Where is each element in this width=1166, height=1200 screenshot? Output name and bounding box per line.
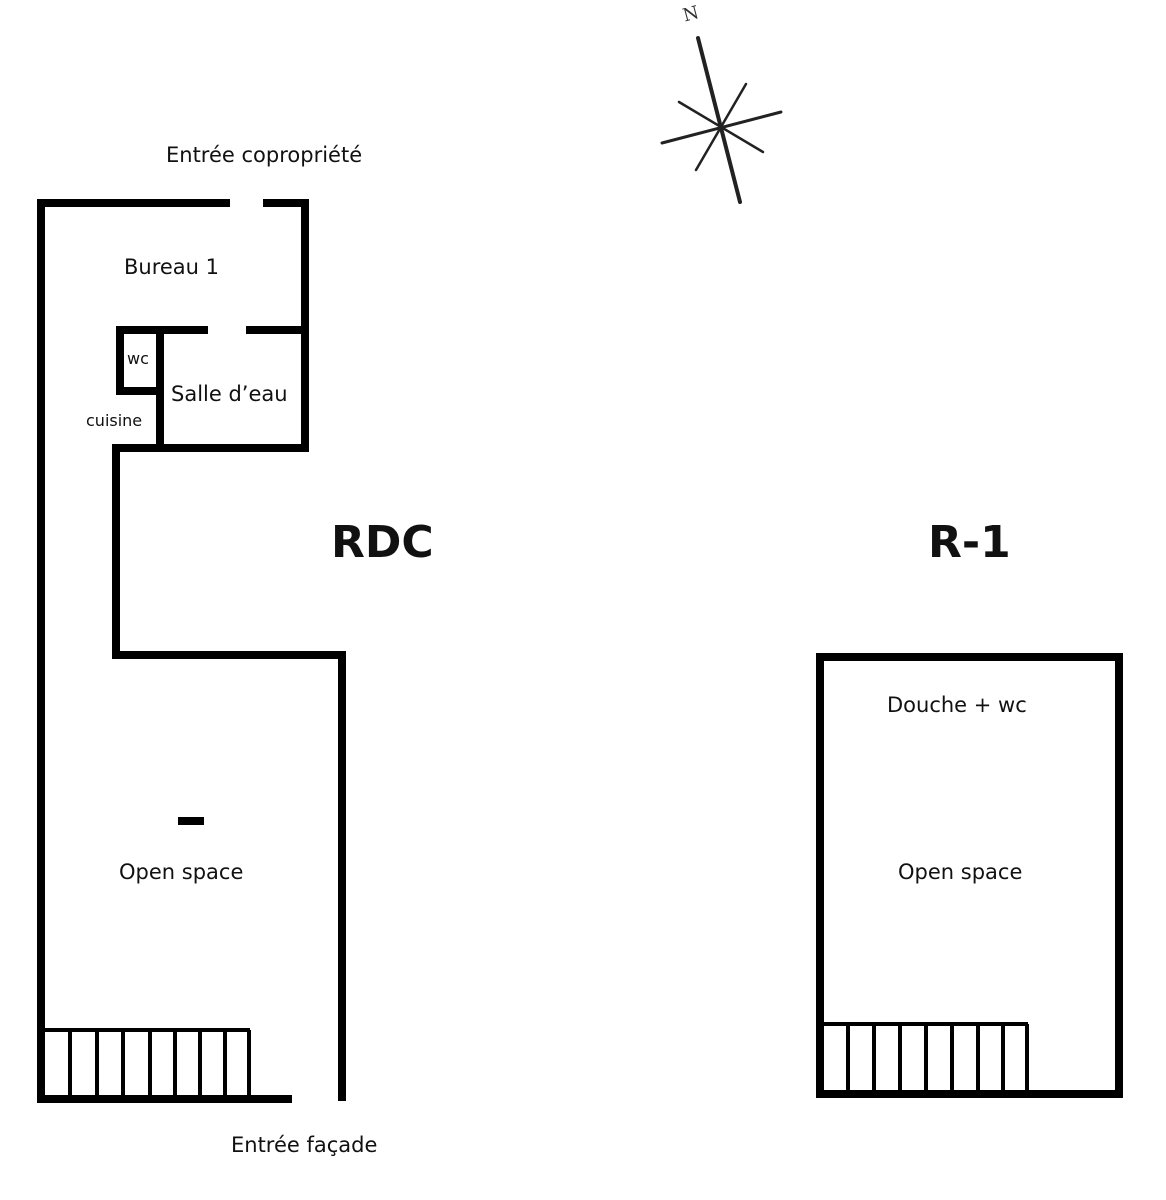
salle-eau-label: Salle d’eau	[171, 382, 288, 406]
compass-rose	[660, 36, 783, 204]
rdc-title: RDC	[331, 517, 434, 568]
wc-label: wc	[127, 349, 149, 368]
north-label: N	[681, 2, 702, 26]
r1-open-space-label: Open space	[898, 860, 1023, 884]
cuisine-label: cuisine	[86, 411, 143, 430]
entree-facade-label: Entrée façade	[231, 1133, 378, 1157]
r1-stairs	[822, 1022, 1029, 1090]
rdc-stairs	[43, 1028, 251, 1097]
r1-walls	[816, 653, 1123, 1098]
rdc-open-space-label: Open space	[119, 860, 244, 884]
rdc-walls	[37, 199, 346, 1103]
r1-title: R-1	[928, 517, 1011, 568]
bureau-label: Bureau 1	[124, 255, 220, 279]
douche-wc-label: Douche + wc	[887, 693, 1027, 717]
entree-copropriete-label: Entrée copropriété	[166, 143, 363, 167]
